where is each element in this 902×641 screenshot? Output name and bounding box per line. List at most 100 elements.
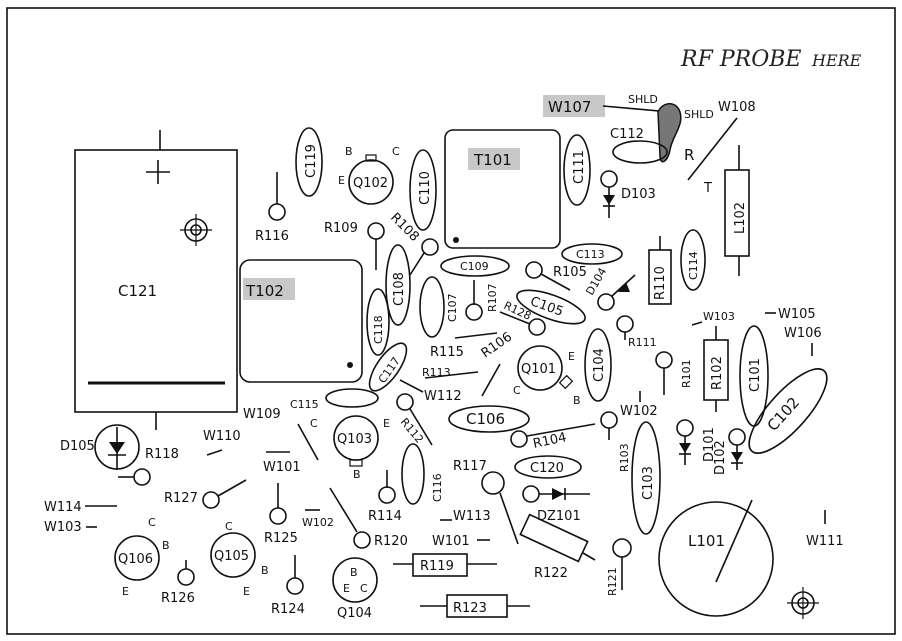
component-c104: C104	[584, 328, 612, 402]
pin-c: C	[392, 145, 400, 158]
pin-b: B	[350, 566, 358, 579]
component-w102-bottom: W102	[302, 509, 334, 529]
component-w109: W109	[243, 407, 319, 461]
label-c107: C107	[446, 293, 459, 322]
component-t102: T102	[239, 259, 363, 383]
label-r105: R105	[553, 265, 587, 280]
component-q102: Q102 B C E	[338, 145, 400, 205]
label-r112: R112	[398, 416, 426, 446]
component-q106: Q106 C B E	[114, 516, 170, 598]
component-r118: R118	[118, 447, 179, 486]
label-shld-1: SHLD	[628, 93, 658, 106]
label-l101: L101	[688, 532, 725, 550]
label-r127: R127	[164, 491, 198, 506]
label-t-pad: T	[703, 181, 712, 196]
label-r118: R118	[145, 447, 179, 462]
pin-b: B	[353, 468, 361, 481]
board-outline	[6, 7, 896, 635]
label-r117: R117	[453, 459, 487, 474]
label-w113: W113	[453, 509, 491, 524]
component-c115: C115	[290, 388, 379, 411]
component-r113: R113	[422, 366, 479, 379]
component-q101: Q101 E C B	[513, 345, 581, 407]
label-r108: R108	[387, 210, 422, 245]
label-r115: R115	[430, 345, 464, 360]
component-r122: R122	[519, 513, 596, 581]
label-r125: R125	[264, 531, 298, 546]
component-w101-bottom: W101	[432, 534, 490, 549]
label-q103: Q103	[337, 432, 372, 447]
component-r115: R115	[430, 332, 498, 360]
component-w114: W114	[44, 500, 117, 515]
label-r119: R119	[420, 559, 454, 574]
component-r120: R120	[329, 487, 408, 549]
component-r123: R123	[420, 594, 530, 618]
label-shld-2: SHLD	[684, 108, 714, 121]
component-c114: C114	[680, 229, 706, 291]
component-w112: W112	[399, 379, 462, 404]
label-c103: C103	[641, 466, 656, 500]
component-d105: D105	[60, 424, 140, 470]
label-d101: D101	[702, 427, 717, 462]
component-r124: R124	[271, 555, 305, 617]
component-r114: R114	[368, 470, 402, 524]
label-r-pad: R	[684, 146, 694, 164]
component-w102-right: W102	[620, 391, 658, 419]
label-q104: Q104	[337, 606, 372, 621]
label-r113: R113	[422, 366, 451, 379]
component-w106: W106	[784, 326, 822, 356]
label-r124: R124	[271, 602, 305, 617]
label-w103-left: W103	[44, 520, 82, 535]
component-c107: C107	[419, 276, 459, 338]
label-t102: T102	[245, 282, 284, 300]
label-r104: R104	[532, 430, 568, 452]
component-dz101: DZ101	[522, 485, 590, 524]
label-c119: C119	[304, 144, 319, 178]
component-r110: R110	[648, 236, 672, 305]
label-c116: C116	[431, 473, 444, 502]
component-w105: W105	[765, 307, 816, 322]
component-c116: C116	[401, 443, 444, 505]
label-t101: T101	[473, 151, 512, 169]
pin-b: B	[162, 539, 170, 552]
component-r126: R126	[161, 560, 195, 606]
label-r107: R107	[486, 283, 499, 312]
label-c106: C106	[466, 410, 505, 428]
component-r109: R109	[324, 221, 385, 270]
label-q105: Q105	[214, 549, 249, 564]
component-r117: R117	[453, 459, 519, 545]
component-q103: Q103 C E B	[310, 415, 390, 481]
label-l102: L102	[733, 202, 748, 234]
label-r101: R101	[680, 359, 693, 388]
label-r110: R110	[653, 266, 668, 300]
component-w113: W113	[440, 509, 491, 524]
component-d104: D104	[583, 265, 636, 311]
label-q101: Q101	[521, 362, 556, 377]
pin-e: E	[343, 582, 350, 595]
component-r125: R125	[264, 483, 298, 546]
pin-c: C	[513, 384, 521, 397]
pin-e: E	[338, 174, 345, 187]
label-c113: C113	[576, 248, 605, 261]
label-c121: C121	[118, 282, 157, 300]
component-c112: C112	[610, 127, 668, 164]
label-w103-top: W103	[703, 310, 735, 323]
label-dz101: DZ101	[537, 509, 581, 524]
pin-b: B	[261, 564, 269, 577]
label-w112: W112	[424, 389, 462, 404]
label-c109: C109	[460, 260, 489, 273]
component-w110: W110	[203, 429, 241, 456]
pin-c: C	[225, 520, 233, 533]
label-r116: R116	[255, 229, 289, 244]
component-r127: R127	[164, 479, 247, 509]
label-d105: D105	[60, 439, 95, 454]
label-c112: C112	[610, 127, 644, 142]
label-c115: C115	[290, 398, 319, 411]
annotation-here: HERE	[811, 51, 862, 70]
component-r111: R111	[616, 315, 657, 349]
label-c111: C111	[572, 150, 587, 184]
component-w103-top: W103	[691, 310, 735, 326]
component-w111: W111	[806, 510, 844, 549]
label-c110: C110	[418, 171, 433, 205]
label-r120: R120	[374, 534, 408, 549]
